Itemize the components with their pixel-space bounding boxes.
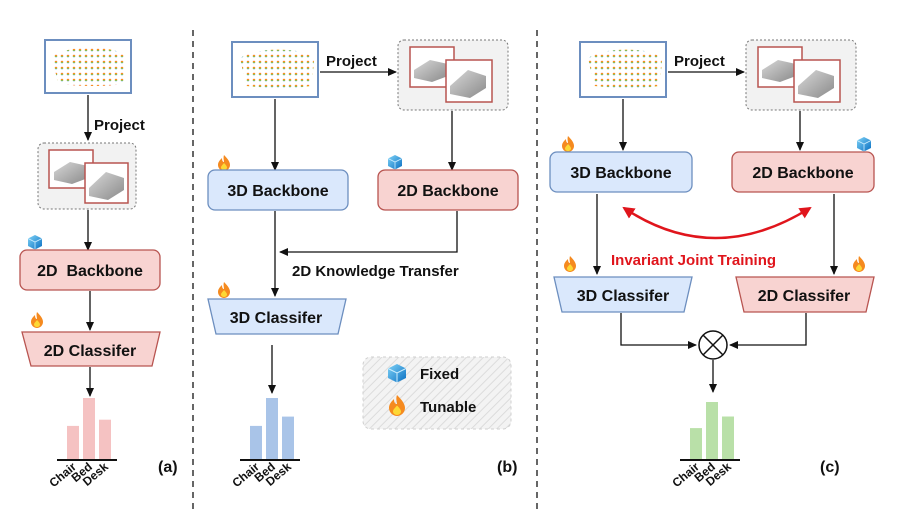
point-cloud-image xyxy=(579,41,667,98)
bar-desk xyxy=(722,416,734,460)
legend-tunable-label: Tunable xyxy=(420,399,476,416)
projected-views xyxy=(397,39,509,111)
flame-icon xyxy=(218,282,230,298)
panel-b-tag: (b) xyxy=(497,459,517,476)
panel-c-tag: (c) xyxy=(820,459,840,476)
classifier-2d-shape xyxy=(21,331,161,367)
classifier-3d-label: 3D Classifer xyxy=(230,310,323,327)
project-label: Project xyxy=(94,117,145,134)
classifier-2d-label: 2D Classifer xyxy=(758,288,851,305)
flame-icon xyxy=(562,136,574,152)
backbone-2d-label: 2D Backbone xyxy=(37,263,143,280)
cube-icon xyxy=(856,137,872,152)
panel-b: Project 3D Backbone 2D Backbone 2D Knowl… xyxy=(207,39,519,490)
bar-chair xyxy=(67,425,79,460)
classifier-3d-shape xyxy=(553,276,693,313)
bar-chair xyxy=(690,428,702,460)
cube-icon xyxy=(387,364,407,383)
backbone-3d-label: 3D Backbone xyxy=(227,183,328,200)
backbone-2d-label: 2D Backbone xyxy=(752,165,853,182)
flame-icon xyxy=(218,155,230,171)
projected-views xyxy=(745,39,857,111)
classifier-2d-shape xyxy=(735,276,875,313)
joint-training-label: Invariant Joint Training xyxy=(611,252,776,269)
cube-icon xyxy=(27,235,43,250)
bar-desk xyxy=(99,419,111,460)
cube-icon xyxy=(387,155,403,170)
bar-bed xyxy=(83,398,95,460)
backbone-2d-box xyxy=(19,249,161,291)
projected-views xyxy=(37,142,137,210)
backbone-2d-label: 2D Backbone xyxy=(397,183,498,200)
flame-icon xyxy=(389,395,405,416)
bar-bed xyxy=(266,398,278,460)
point-cloud-image xyxy=(44,39,132,94)
legend-fixed-label: Fixed xyxy=(420,366,459,383)
backbone-2d-box xyxy=(731,151,875,193)
panel-c: Project 3D Backbone 2D Backbone Invarian… xyxy=(549,39,875,490)
project-label: Project xyxy=(674,53,725,70)
joint-training-arrow xyxy=(622,206,812,240)
panel-a-tag: (a) xyxy=(158,459,178,476)
knowledge-transfer-label: 2D Knowledge Transfer xyxy=(292,263,459,280)
classifier-3d-label: 3D Classifer xyxy=(577,288,670,305)
legend: Fixed Tunable xyxy=(362,356,512,430)
bar-desk xyxy=(282,416,294,460)
panel-a: Project 2D Backbone 2D Classifer xyxy=(19,39,178,490)
multiply-icon xyxy=(698,330,728,360)
project-label: Project xyxy=(326,53,377,70)
backbone-3d-label: 3D Backbone xyxy=(570,165,671,182)
backbone-3d-box xyxy=(207,169,349,211)
flame-icon xyxy=(31,312,43,328)
backbone-2d-box xyxy=(377,169,519,211)
point-cloud-image xyxy=(231,41,319,98)
classifier-3d-shape xyxy=(207,298,347,335)
bar-chair xyxy=(250,425,262,460)
bar-bed xyxy=(706,402,718,460)
backbone-3d-box xyxy=(549,151,693,193)
flame-icon xyxy=(564,256,576,272)
flame-icon xyxy=(853,256,865,272)
classifier-2d-label: 2D Classifer xyxy=(44,343,137,360)
